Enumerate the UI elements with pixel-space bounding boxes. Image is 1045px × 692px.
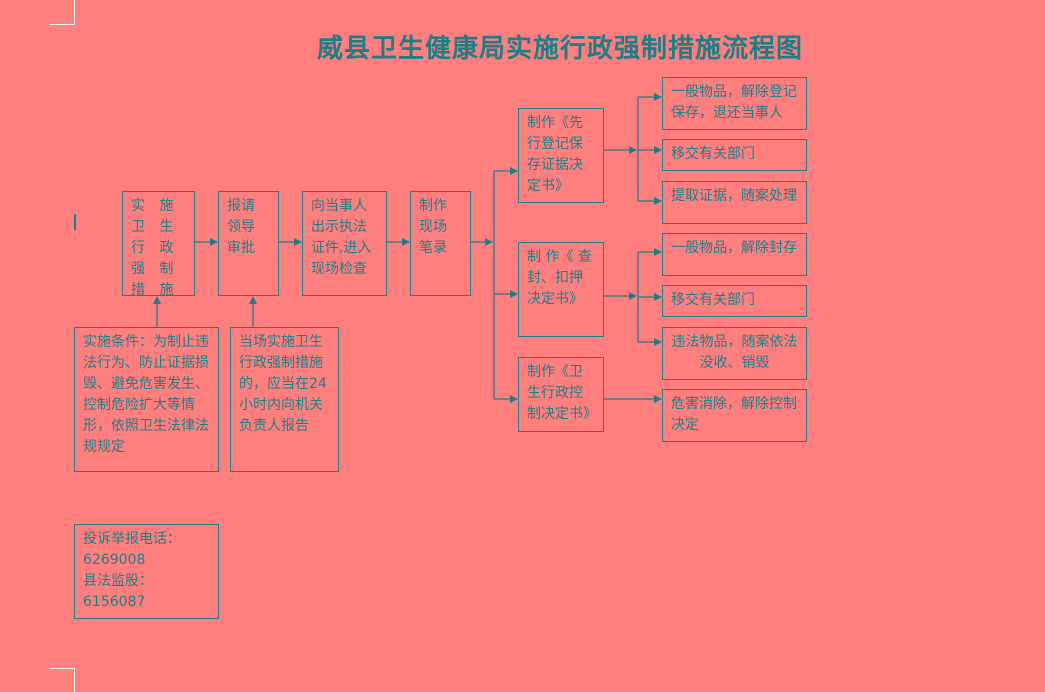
- node-seal-general: 一般物品，解除封存: [662, 233, 807, 276]
- node-control-release: 危害消除，解除控制决定: [662, 389, 807, 442]
- node-register-evidence: 提取证据，随案处理: [662, 181, 807, 224]
- crop-mark-top-left: [50, 0, 75, 25]
- node-approval: 报请 领导 审批: [218, 191, 279, 296]
- note-conditions: 实施条件：为制止违法行为、防止证据损毁、避免危害发生、控制危险扩大等情形，依照卫…: [74, 327, 219, 472]
- note-onsite-report: 当场实施卫生行政强制措施的，应当在24小时内向机关负责人报告: [230, 327, 339, 472]
- page-title: 威县卫生健康局实施行政强制措施流程图: [316, 34, 803, 64]
- crop-mark-bottom-left: [50, 668, 75, 692]
- node-decision-register: 制作《先行登记保存证据决定书》: [518, 108, 604, 203]
- node-register-transfer: 移交有关部门: [662, 139, 807, 171]
- node-decision-control: 制作《卫生行政控制决定书》: [518, 357, 604, 432]
- text-cursor: [74, 214, 76, 230]
- node-implement: 实 施 卫 生 行 政 强 制 措 施: [122, 191, 195, 296]
- node-seal-illegal: 违法物品，随案依法 没收、销毁: [662, 327, 807, 380]
- node-show-id: 向当事人出示执法证件,进入现场检查: [302, 191, 387, 296]
- node-register-general: 一般物品，解除登记保存，退还当事人: [662, 77, 807, 130]
- node-record: 制作 现场 笔录: [410, 191, 471, 296]
- node-decision-seal: 制 作《 查封、扣押决定书》: [518, 242, 604, 337]
- note-contact: 投诉举报电话： 6269008 县法监股： 6156087: [74, 524, 219, 619]
- node-seal-transfer: 移交有关部门: [662, 285, 807, 317]
